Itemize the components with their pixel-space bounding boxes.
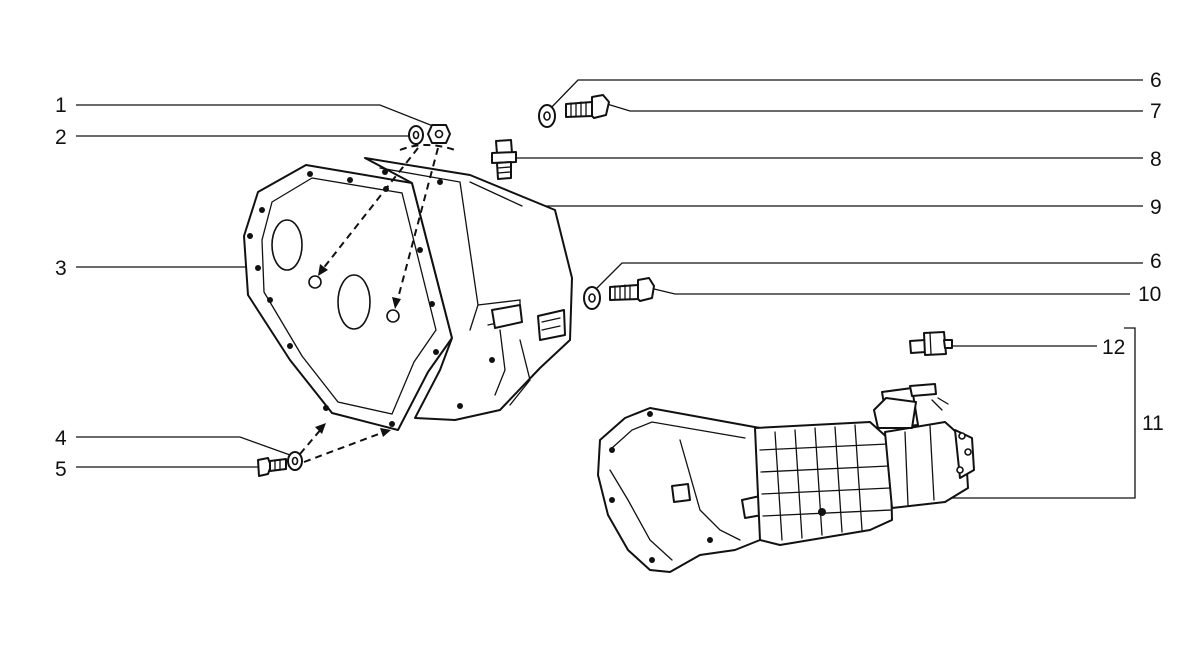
- plate-opening-upper: [271, 219, 303, 271]
- leader-1: [76, 104, 439, 129]
- bolt-part-5: [257, 457, 287, 477]
- leader-lines: [76, 79, 1143, 499]
- washer-part-6-upper: [538, 104, 556, 128]
- leader-6-lower: [592, 262, 1143, 293]
- callout-6-lower: 6: [1150, 250, 1162, 273]
- callout-1: 1: [55, 94, 67, 117]
- washer-part-6-lower: [583, 286, 601, 310]
- gearbox-assembly-part-11: [597, 383, 975, 573]
- leader-7: [606, 103, 1143, 112]
- callout-12: 12: [1102, 336, 1125, 359]
- callout-10: 10: [1138, 283, 1161, 306]
- drain-plug-part-8: [491, 139, 517, 180]
- washer-part-4: [287, 451, 303, 471]
- callout-8: 8: [1150, 148, 1162, 171]
- leader-11-bracket: [945, 327, 1136, 499]
- gearbox-housing-part-9: [364, 157, 573, 421]
- callout-5: 5: [55, 458, 67, 481]
- washer-part-2: [408, 125, 424, 145]
- assembly-arrows: [299, 147, 439, 463]
- callout-2: 2: [55, 126, 67, 149]
- leader-4: [76, 436, 291, 456]
- callout-9: 9: [1150, 196, 1162, 219]
- case-ribs: [759, 424, 892, 541]
- assembly-arc-1-2: [399, 144, 456, 151]
- bolt-part-10: [609, 277, 655, 302]
- callout-4: 4: [55, 427, 67, 450]
- callout-7: 7: [1150, 100, 1162, 123]
- callout-labels: 1 2 3 4 5 6 7 8 9 6 10 12 11: [55, 69, 1164, 481]
- bolt-part-7: [565, 94, 610, 119]
- callout-6-upper: 6: [1150, 69, 1162, 92]
- nut-part-1: [427, 124, 451, 144]
- leader-6-upper: [546, 79, 1143, 113]
- callout-11: 11: [1142, 412, 1164, 435]
- plate-opening-lower: [337, 274, 371, 330]
- sensor-part-12: [909, 331, 953, 356]
- leader-10: [649, 287, 1130, 295]
- callout-3: 3: [55, 257, 67, 280]
